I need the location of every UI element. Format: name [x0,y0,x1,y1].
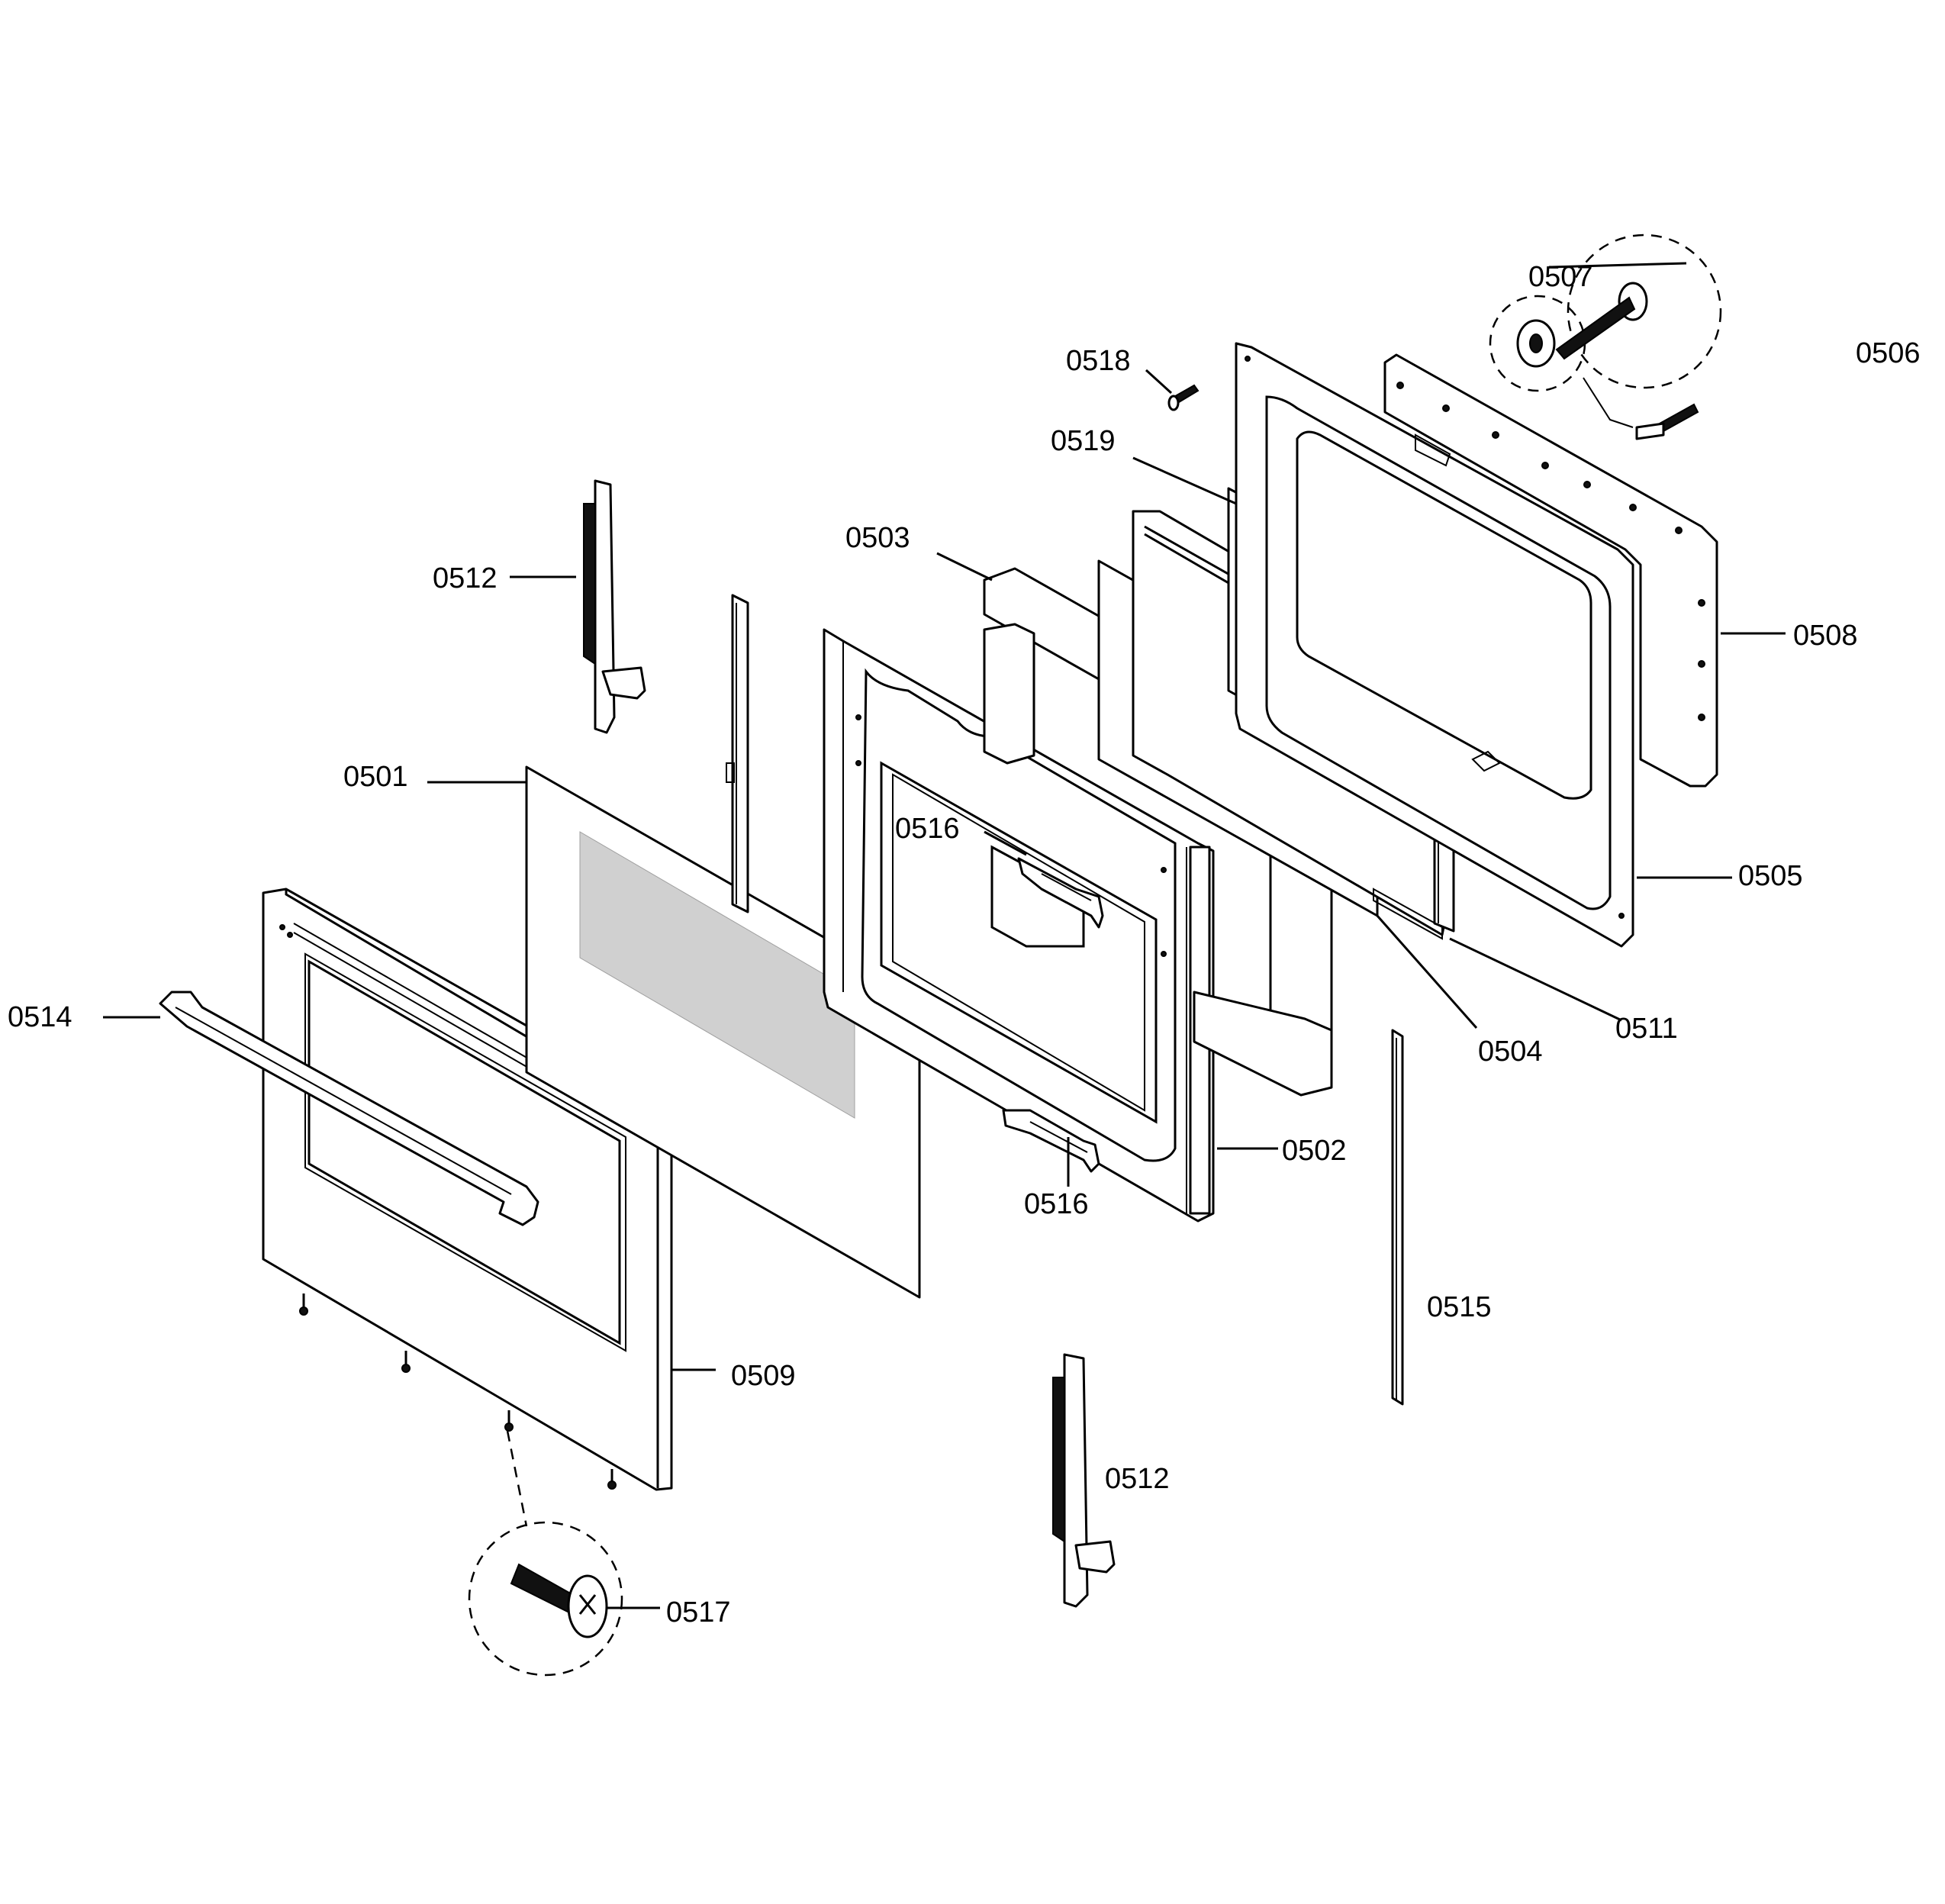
door-clip-lower [1002,1109,1100,1173]
outer-door-panel [159,888,673,1491]
hinge-upper [583,479,646,734]
label-0506: 0506 [1856,337,1921,369]
label-0504: 0504 [1478,1036,1543,1068]
hinge-lower [1052,1353,1116,1608]
label-0516-upper: 0516 [895,813,960,845]
label-0514: 0514 [8,1001,72,1033]
label-0512-lower: 0512 [1105,1463,1170,1495]
door-clip-upper [1017,857,1104,929]
label-0505: 0505 [1738,860,1803,892]
label-0518: 0518 [1066,345,1131,377]
small-screw [1167,384,1200,411]
bottom-screws [299,1293,617,1490]
label-0511: 0511 [1615,1013,1678,1045]
label-0507: 0507 [1528,261,1593,293]
screw-detail [468,1430,623,1677]
label-0517: 0517 [666,1596,731,1629]
label-0515: 0515 [1427,1291,1492,1323]
label-0503: 0503 [845,522,910,554]
label-0519: 0519 [1051,425,1116,457]
bolt-detail [1489,234,1722,440]
rear-cover-panel [1383,353,1718,788]
inner-door-liner [1235,342,1634,948]
part-labels: 0507 0506 0518 0519 0508 0503 0512 0501 … [8,261,1921,1629]
label-0508: 0508 [1793,620,1858,652]
label-0512-upper: 0512 [433,562,498,594]
side-trim-right [1391,1029,1404,1406]
outer-glass-panel [525,765,921,1299]
leader-lines [103,369,1786,1609]
label-0501: 0501 [343,761,408,793]
label-0509: 0509 [731,1360,796,1392]
label-0502: 0502 [1282,1135,1347,1167]
label-0516-lower: 0516 [1024,1188,1089,1220]
side-trim-left [726,594,749,913]
door-handle [159,991,539,1226]
